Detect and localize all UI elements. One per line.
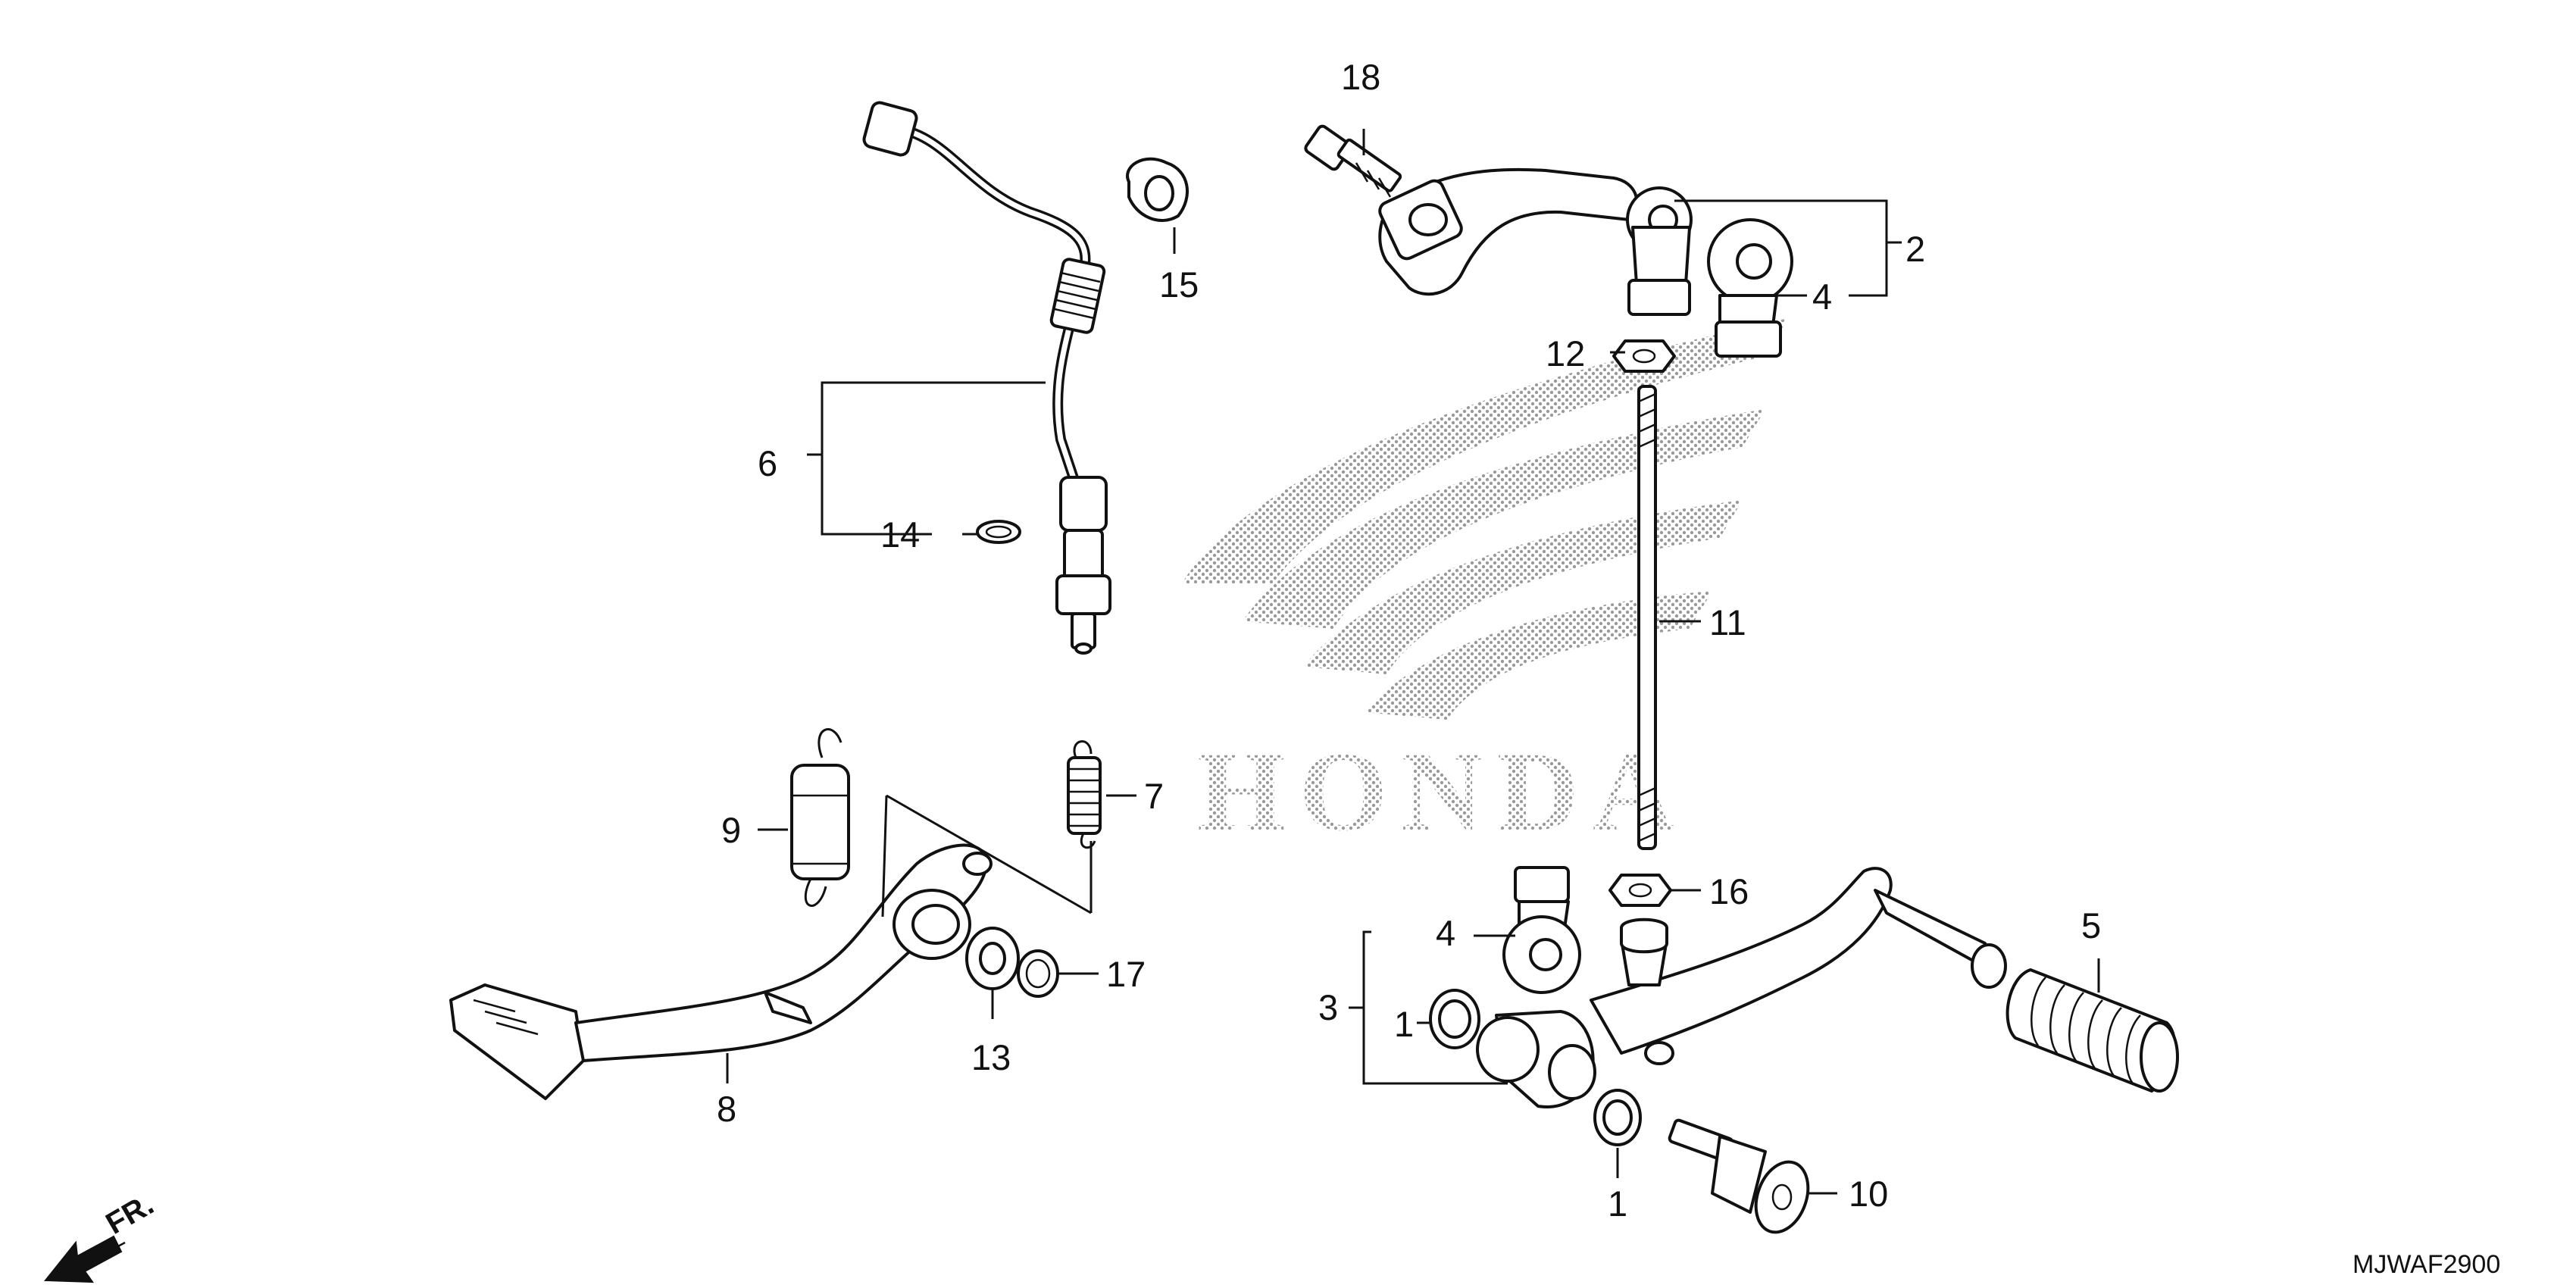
callout-12: 12 [1546,333,1585,374]
callout-9: 9 [721,810,741,850]
part-7-spring [1067,740,1102,849]
callout-5: 5 [2081,905,2101,946]
part-9-spring [790,728,850,907]
callout-10: 10 [1849,1174,1888,1214]
honda-wing-watermark [1182,318,1788,720]
callout-18: 18 [1341,57,1380,97]
part-16-nut [1608,874,1672,907]
callout-4-lower: 4 [1436,913,1455,953]
callout-labels: 18 2 4 15 12 6 14 11 7 9 16 4 5 17 3 1 1… [717,57,2101,1224]
part-4-joint-upper [1707,218,1793,358]
part-4-joint-lower [1502,866,1581,994]
callout-1-lower: 1 [1608,1183,1627,1224]
part-3-shift-pedal [1476,867,2007,1108]
callout-2: 2 [1905,229,1925,269]
callout-6: 6 [758,443,777,483]
callout-17: 17 [1106,954,1146,994]
callout-14: 14 [880,514,920,555]
callout-8: 8 [717,1089,736,1129]
callout-13: 13 [971,1037,1011,1077]
callout-4-upper: 4 [1812,277,1832,317]
part-1-seal-upper [1429,989,1480,1049]
part-11-rod [1637,385,1657,850]
leader-lines [726,129,2100,1195]
part-15-clip [1126,157,1189,222]
part-10-pivot-bolt [1668,1118,1810,1234]
part-17-circlip [1017,949,1059,998]
watermark-text: HONDA [1197,729,1688,855]
part-1-seal-lower [1593,1089,1642,1146]
part-12-nut [1612,339,1676,373]
part-6-sensor-cable [862,101,1111,655]
part-14-ring [976,520,1021,544]
callout-1-upper: 1 [1394,1004,1414,1044]
part-18-bolt [1304,124,1402,198]
callout-3: 3 [1318,987,1338,1027]
part-8-brake-pedal [449,843,993,1100]
callout-16: 16 [1709,871,1749,911]
part-5-rubber-grip [2005,968,2179,1093]
diagram-code: MJWAF2900 [2352,1250,2500,1279]
callout-15: 15 [1159,264,1199,305]
part-2-shift-arm [1378,167,1693,316]
direction-label: FR. [101,1187,160,1240]
callout-11: 11 [1709,602,1746,642]
front-direction-arrow: FR. [43,1187,160,1283]
part-13-washer [965,927,1020,990]
callout-7: 7 [1144,776,1164,816]
